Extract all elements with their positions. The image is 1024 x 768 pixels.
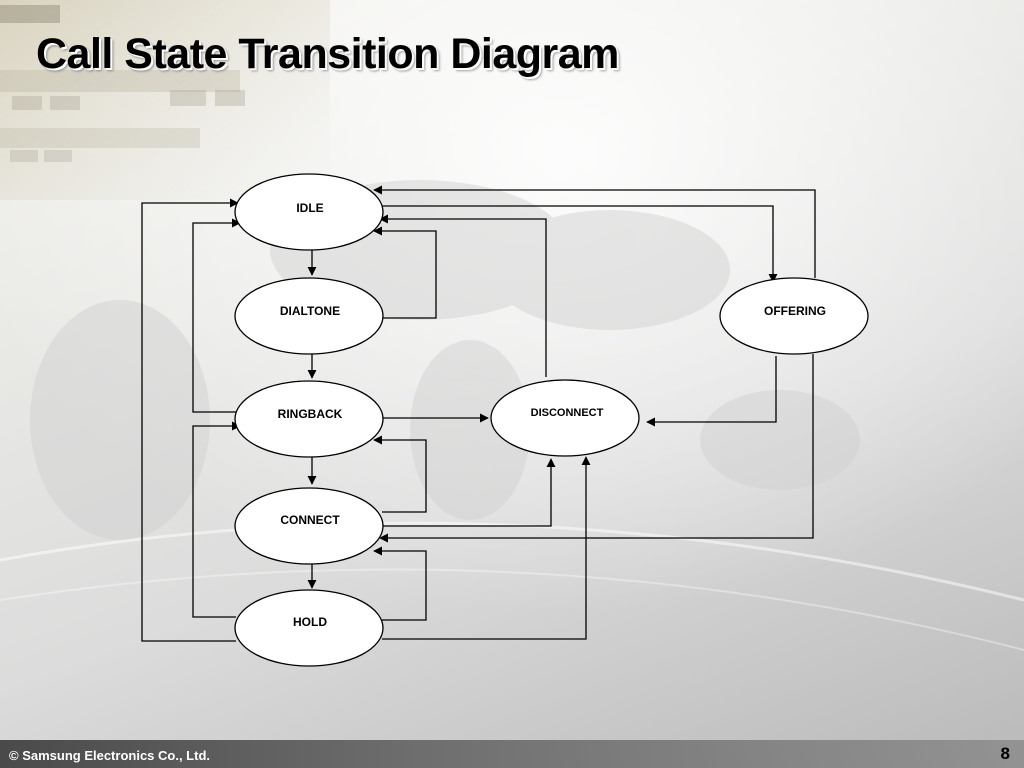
slide-title: Call State Transition Diagram (36, 30, 619, 78)
edge-hold-to-idle (141, 198, 239, 642)
state-ringback-label: RINGBACK (278, 407, 343, 421)
state-hold: HOLD (234, 589, 384, 667)
state-dialtone-label: DIALTONE (280, 304, 340, 318)
footer-bar (0, 740, 1024, 768)
state-disconnect-label: DISCONNECT (531, 407, 604, 419)
edge-offering-to-idle (373, 185, 816, 278)
pbx-equipment-image (0, 0, 330, 200)
page-number: 8 (1000, 744, 1010, 763)
state-dialtone: DIALTONE (234, 277, 384, 355)
state-offering-label: OFFERING (764, 304, 826, 318)
state-disconnect: DISCONNECT (490, 379, 640, 457)
edge-hold-to-ringback (192, 421, 241, 618)
state-ringback: RINGBACK (234, 380, 384, 458)
edge-dialtone-to-idle (373, 226, 437, 319)
edge-offering-to-disconnect (646, 356, 777, 427)
state-hold-label: HOLD (293, 615, 327, 629)
edge-connect-to-disconnect (382, 458, 556, 527)
state-idle-label: IDLE (296, 201, 323, 215)
edge-hold-to-disconnect (382, 456, 591, 640)
edge-connect-to-ringback (373, 435, 427, 513)
state-idle: IDLE (234, 173, 384, 251)
state-offering: OFFERING (719, 277, 869, 355)
state-connect: CONNECT (234, 487, 384, 565)
copyright-notice: © Samsung Electronics Co., Ltd. (9, 748, 210, 763)
edge-idle-to-offering (382, 205, 778, 283)
edge-hold-to-connect (373, 546, 427, 621)
state-connect-label: CONNECT (280, 513, 340, 527)
edge-disconnect-to-idle (379, 214, 547, 377)
edge-offering-to-connect (379, 354, 814, 543)
edge-ringback-to-idle (192, 218, 241, 413)
